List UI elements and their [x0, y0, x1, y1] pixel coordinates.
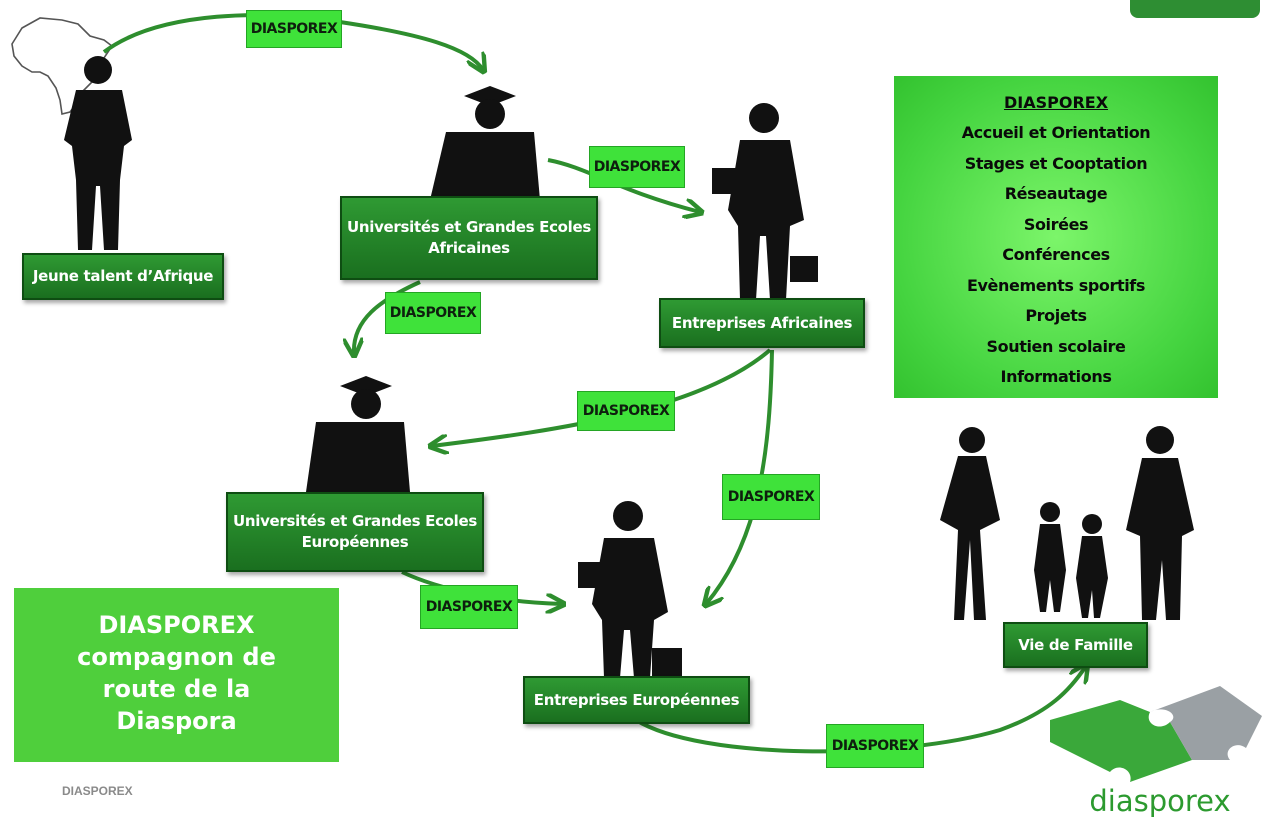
service-item: Soutien scolaire — [986, 336, 1126, 356]
node-jeune-talent-label: Jeune talent d’Afrique — [32, 267, 214, 285]
service-item: Soirées — [1023, 214, 1089, 234]
family-silhouette — [940, 426, 1194, 620]
services-panel-title: DIASPOREX — [1003, 93, 1109, 112]
arrow-univ-af-to-univ-eu — [354, 280, 421, 354]
top-right-corner-tab — [1130, 0, 1260, 18]
node-univ-africaines-line1: Universités et Grandes Ecoles — [346, 218, 592, 236]
node-univ-europeennes-line1: Universités et Grandes Ecoles — [232, 512, 478, 530]
service-item: Stages et Cooptation — [964, 153, 1148, 173]
service-item: Accueil et Orientation — [961, 123, 1151, 142]
edge-label-7: DIASPOREX — [826, 724, 924, 768]
node-vie-de-famille: Vie de Famille — [1003, 622, 1148, 668]
brand-wordmark: diasporex — [1089, 784, 1231, 818]
services-panel: DIASPOREX Accueil et Orientation Stages … — [894, 76, 1218, 398]
service-item: Informations — [1000, 367, 1112, 386]
edge-label-6: DIASPOREX — [420, 585, 518, 629]
edge-label-2: DIASPOREX — [589, 146, 685, 188]
graduate-silhouette-1 — [430, 86, 540, 200]
node-univ-europeennes: Universités et Grandes Ecoles Européenne… — [226, 492, 484, 572]
edge-label-5: DIASPOREX — [722, 474, 820, 520]
graduate-silhouette-2 — [306, 376, 410, 492]
node-univ-africaines: Universités et Grandes Ecoles Africaines — [340, 196, 598, 280]
footer-text: DIASPOREX — [62, 784, 133, 798]
slogan-box: DIASPOREX compagnon de route de la Diasp… — [14, 588, 339, 762]
slogan-line-4: Diaspora — [116, 707, 237, 735]
young-man-silhouette — [64, 56, 132, 250]
node-entreprises-europeennes-label: Entreprises Européennes — [533, 690, 740, 709]
service-item: Réseautage — [1004, 184, 1108, 203]
puzzle-logo-icon — [1050, 686, 1262, 782]
slogan-line-2: compagnon de — [77, 643, 276, 671]
node-entreprises-africaines: Entreprises Africaines — [659, 298, 865, 348]
edge-label-3: DIASPOREX — [385, 292, 481, 334]
service-item: Projets — [1025, 306, 1087, 325]
node-vie-de-famille-label: Vie de Famille — [1018, 635, 1133, 654]
node-entreprises-europeennes: Entreprises Européennes — [523, 676, 750, 724]
service-item: Conférences — [1002, 245, 1110, 264]
node-jeune-talent: Jeune talent d’Afrique — [22, 253, 224, 300]
slogan-line-3: route de la — [102, 675, 251, 703]
node-univ-europeennes-line2: Européennes — [301, 533, 409, 551]
slogan-line-1: DIASPOREX — [98, 611, 255, 639]
businessman-silhouette-2 — [578, 501, 682, 678]
node-univ-africaines-line2: Africaines — [428, 239, 510, 257]
node-entreprises-africaines-label: Entreprises Africaines — [671, 313, 853, 332]
edge-label-1: DIASPOREX — [246, 10, 342, 48]
businessman-silhouette-1 — [712, 103, 818, 300]
edge-label-4: DIASPOREX — [577, 391, 675, 431]
arrow-entreprises-eu-to-vie-famille — [634, 666, 1086, 754]
service-item: Evènements sportifs — [967, 275, 1145, 295]
